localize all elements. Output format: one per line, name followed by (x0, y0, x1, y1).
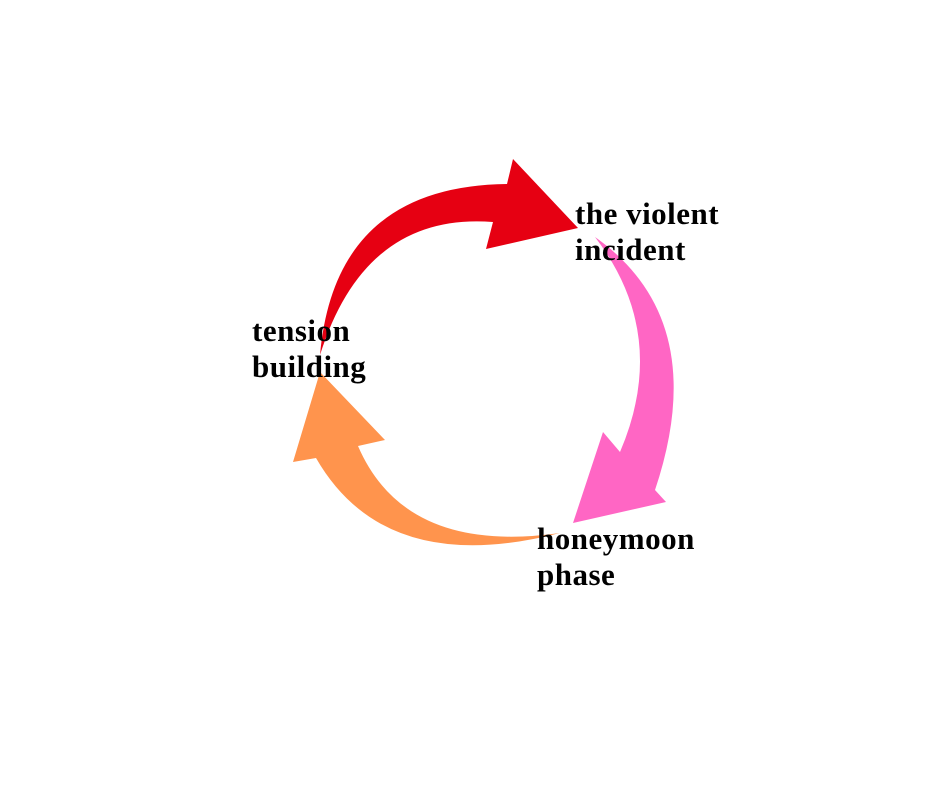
label-line: incident (575, 232, 686, 267)
label-line: building (252, 349, 367, 384)
arrow-tension-to-violent (320, 159, 578, 355)
arrow-violent-to-honeymoon (573, 237, 674, 523)
label-violent-incident: the violent incident (575, 196, 719, 268)
label-line: the violent (575, 196, 720, 231)
label-tension-building: tension building (252, 313, 366, 385)
label-line: phase (537, 557, 616, 592)
label-honeymoon-phase: honeymoon phase (537, 521, 695, 593)
label-line: tension (252, 313, 351, 348)
label-line: honeymoon (537, 521, 695, 556)
arrow-honeymoon-to-tension (293, 372, 560, 546)
